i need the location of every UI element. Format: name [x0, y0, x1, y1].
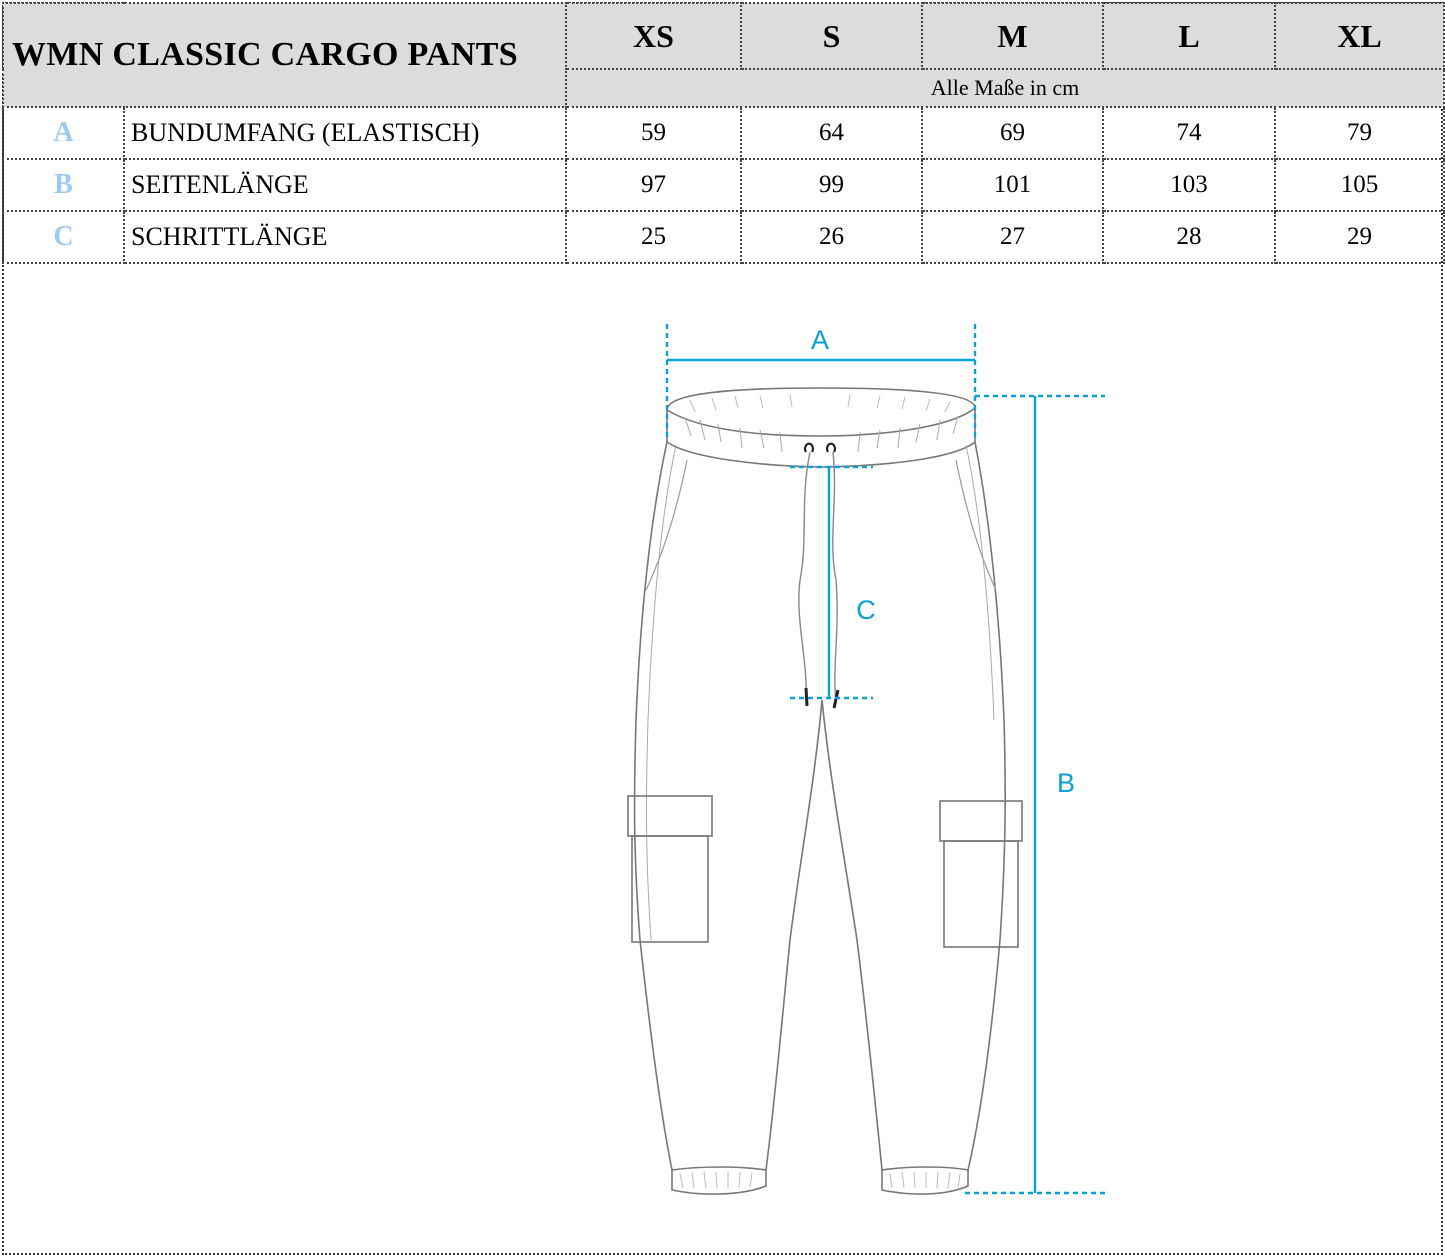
measure-a-label: A: [811, 325, 829, 355]
left-leg-outer: [633, 441, 673, 1171]
right-cuff-gathers: [889, 1171, 961, 1189]
right-leg-seam: [965, 444, 995, 721]
size-header-l: L: [1102, 2, 1276, 70]
measurement-labels: A B C: [811, 325, 1075, 798]
left-cuff: [671, 1166, 767, 1195]
measurement-lines: [665, 324, 1105, 1195]
aglet-left: [804, 687, 809, 707]
table-row: C SCHRITTLÄNGE 25 26 27 28 29: [2, 210, 1445, 264]
chart-title: WMN CLASSIC CARGO PANTS: [2, 2, 567, 108]
row-label: BUNDUMFANG (ELASTISCH): [123, 106, 567, 160]
left-leg-inner: [765, 699, 823, 1171]
waistband-inner: [666, 407, 976, 437]
size-header-xs: XS: [565, 2, 742, 70]
waistband-gathers: [684, 415, 959, 453]
right-cargo-flap: [939, 800, 1023, 842]
right-leg-inner: [821, 699, 883, 1171]
right-cargo-pocket: [943, 840, 1019, 948]
drawstring-left: [798, 451, 811, 701]
row-letter: A: [2, 106, 125, 160]
left-leg-seam: [645, 444, 677, 941]
left-cargo-flap: [627, 795, 713, 837]
value-cell: 64: [740, 106, 923, 160]
table-row: B SEITENLÄNGE 97 99 101 103 105: [2, 158, 1445, 212]
row-letter: B: [2, 158, 125, 212]
table-row: A BUNDUMFANG (ELASTISCH) 59 64 69 74 79: [2, 106, 1445, 160]
right-cuff: [881, 1166, 969, 1195]
size-header-xl: XL: [1274, 2, 1445, 70]
right-pocket: [955, 459, 997, 591]
drawstring-right: [832, 451, 838, 701]
value-cell: 101: [921, 158, 1104, 212]
size-header-s: S: [740, 2, 923, 70]
drawstring-hardware: [803, 442, 840, 709]
row-label: SCHRITTLÄNGE: [123, 210, 567, 264]
units-note: Alle Maße in cm: [565, 68, 1445, 108]
pants-outline: [627, 387, 1023, 1195]
value-cell: 25: [565, 210, 742, 264]
value-cell: 59: [565, 106, 742, 160]
row-letter: C: [2, 210, 125, 264]
right-leg-outer: [967, 441, 1006, 1171]
value-cell: 74: [1102, 106, 1276, 160]
left-cuff-gathers: [679, 1171, 753, 1189]
value-cell: 29: [1274, 210, 1445, 264]
measure-b-label: B: [1057, 768, 1075, 798]
value-cell: 79: [1274, 106, 1445, 160]
row-label: SEITENLÄNGE: [123, 158, 567, 212]
value-cell: 99: [740, 158, 923, 212]
value-cell: 26: [740, 210, 923, 264]
value-cell: 69: [921, 106, 1104, 160]
value-cell: 97: [565, 158, 742, 212]
value-cell: 103: [1102, 158, 1276, 212]
measure-c-label: C: [856, 595, 876, 625]
waistband-gathers-top: [689, 394, 951, 413]
waistband-band: [666, 408, 976, 468]
eyelet-right: [825, 442, 837, 453]
value-cell: 28: [1102, 210, 1276, 264]
size-header-m: M: [921, 2, 1104, 70]
eyelet-left: [803, 442, 815, 453]
waistband-top: [666, 387, 976, 411]
size-table: WMN CLASSIC CARGO PANTS XS S M L XL Alle…: [2, 2, 1445, 264]
value-cell: 105: [1274, 158, 1445, 212]
value-cell: 27: [921, 210, 1104, 264]
left-pocket: [645, 459, 688, 591]
left-cargo-pocket: [631, 835, 709, 943]
